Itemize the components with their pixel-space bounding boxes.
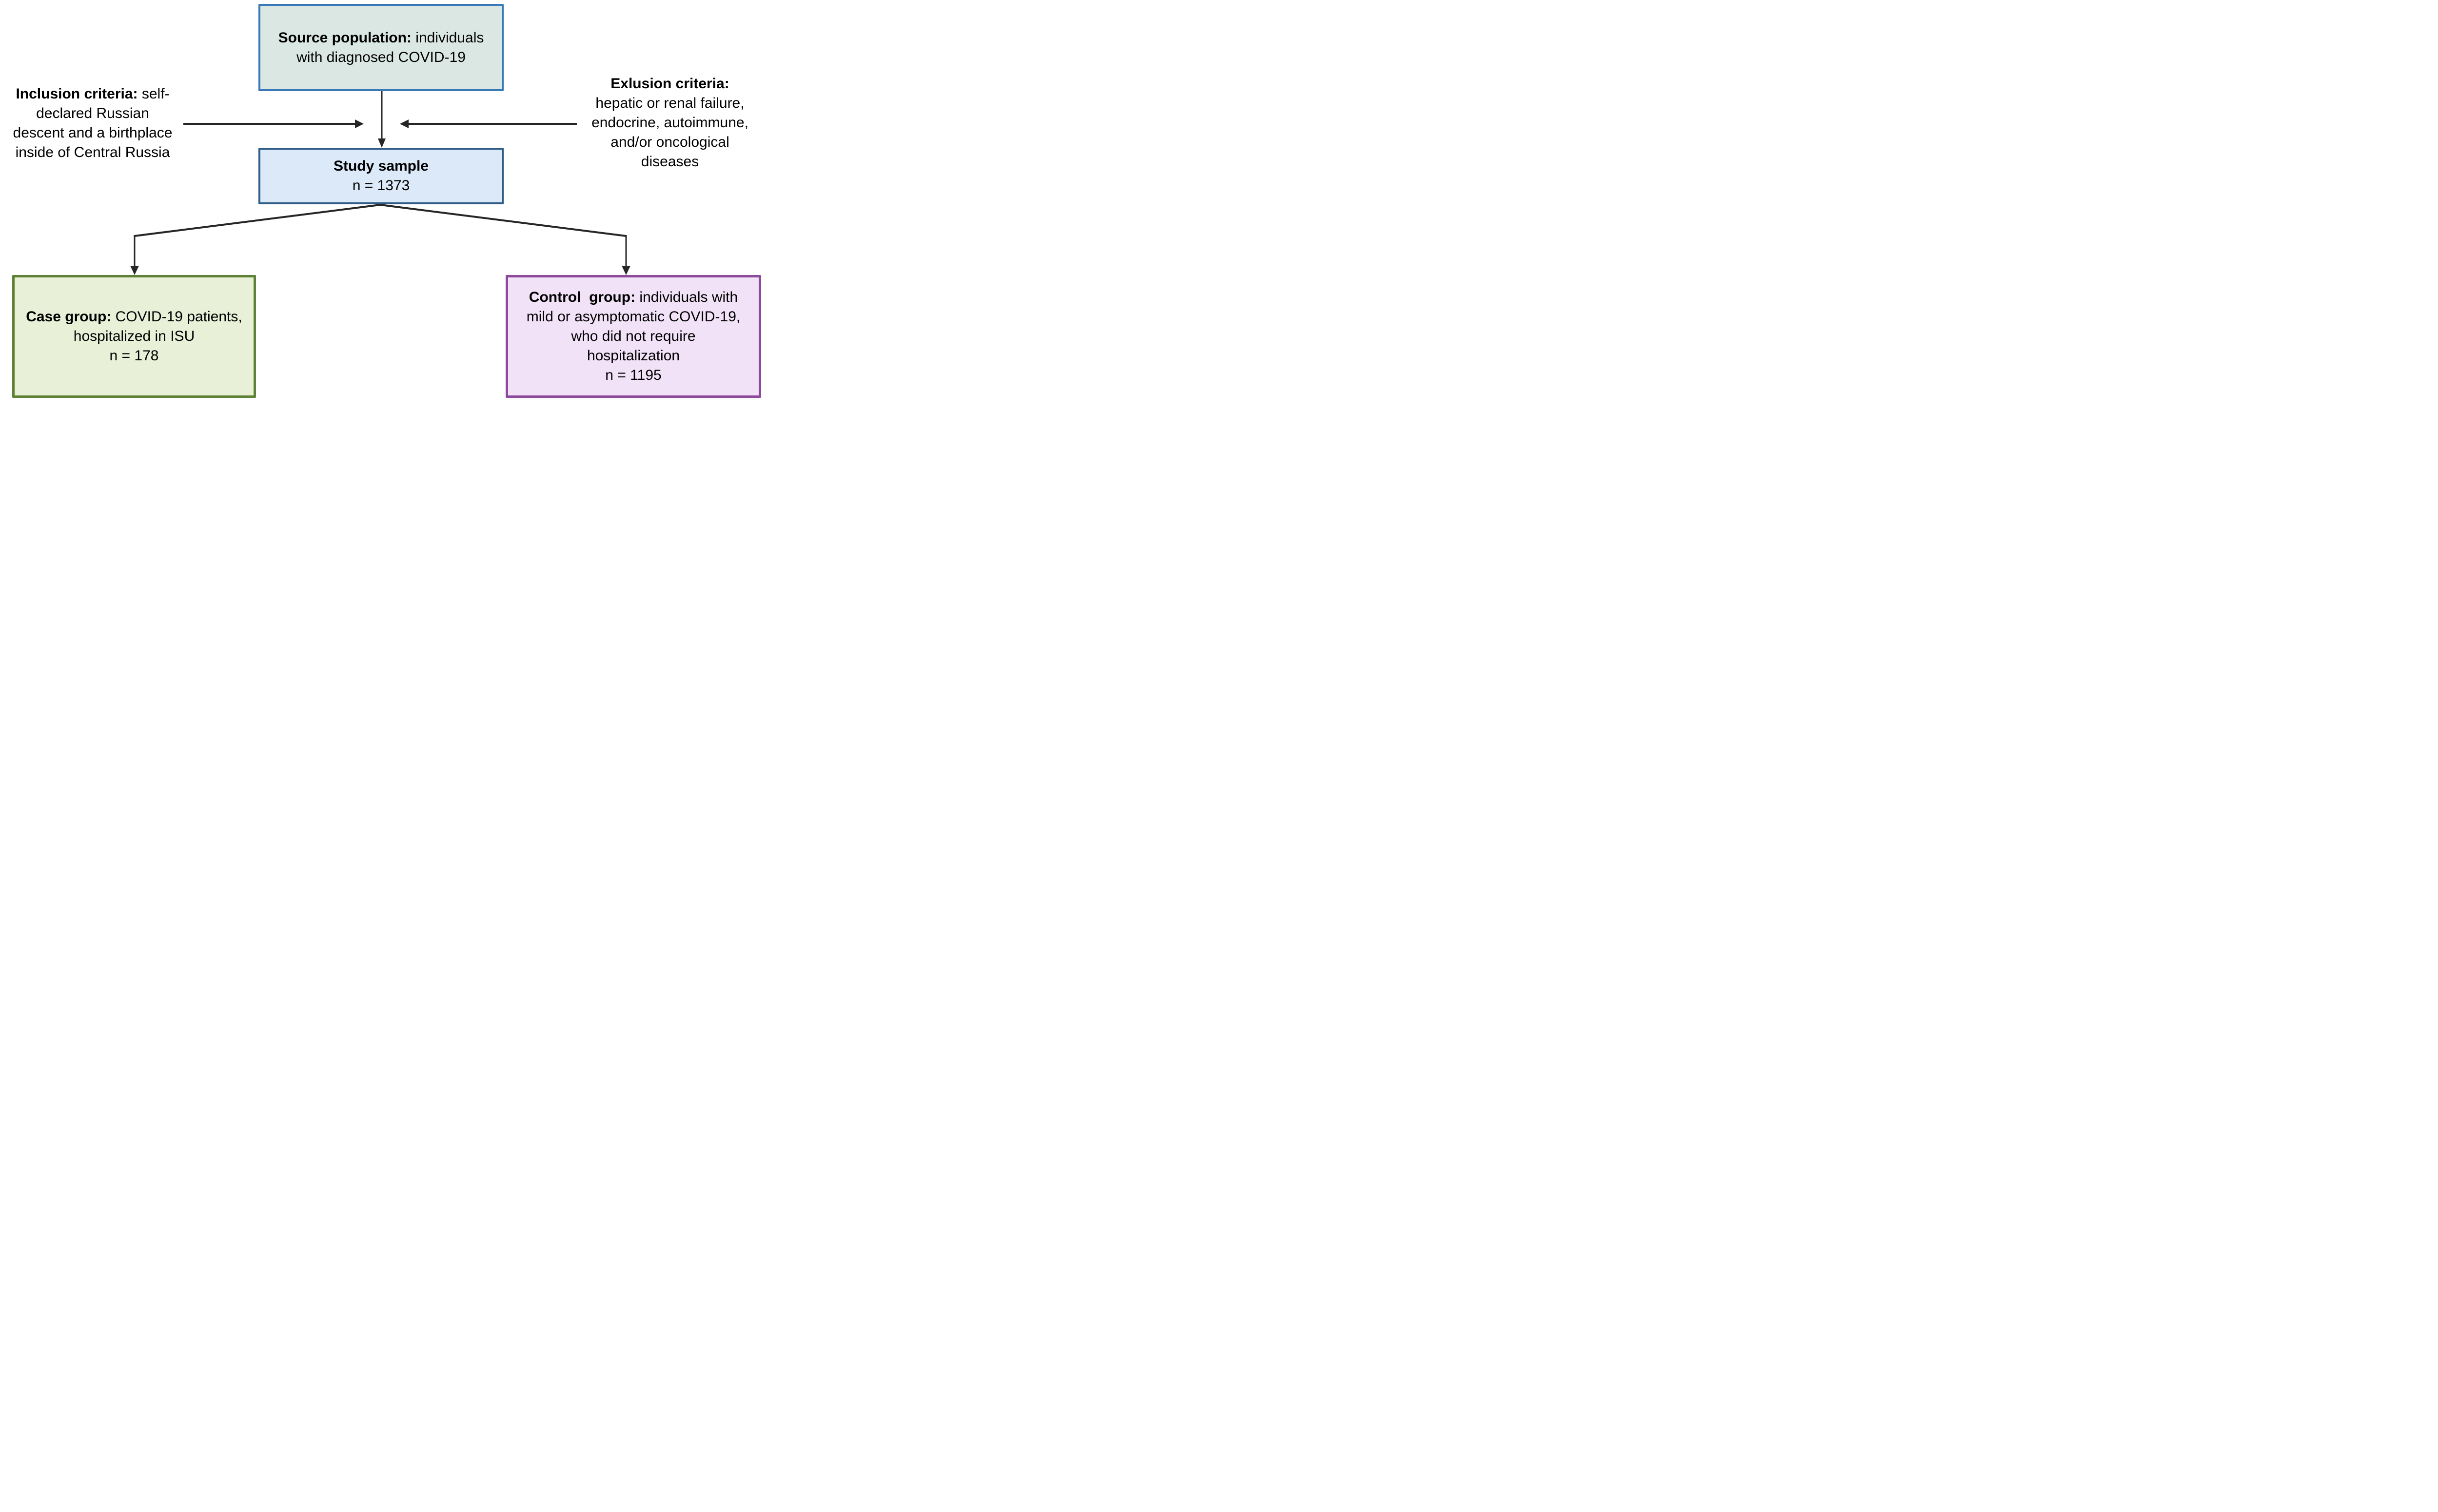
branch-study-to-control-diagonal (380, 204, 627, 237)
arrow-exclusion-head (400, 119, 409, 128)
text-line: hospitalization (587, 348, 680, 364)
text-line: descent and a birthplace (13, 125, 173, 141)
flowchart-canvas: Source population: individuals with diagn… (0, 0, 765, 401)
text-line: declared Russian (36, 105, 149, 121)
text-line: Exlusion criteria: (610, 76, 729, 92)
text-line: who did not require (571, 328, 696, 344)
text-line: hospitalized in ISU (73, 328, 195, 344)
branch-study-to-case-head (130, 266, 139, 275)
text-line: and/or oncological (610, 134, 729, 150)
source-population-box: Source population: individuals with diagn… (258, 4, 504, 91)
text-line: Study sample (333, 158, 429, 174)
text-line: Source population: individuals (278, 29, 484, 46)
study-sample-box: Study sample n = 1373 (258, 148, 504, 204)
text-line: inside of Central Russia (15, 144, 170, 160)
text-line: n = 1373 (352, 177, 410, 194)
text-line: with diagnosed COVID-19 (296, 49, 466, 65)
text-line: Case group: COVID-19 patients, (26, 309, 242, 325)
text-line: mild or asymptomatic COVID-19, (526, 309, 741, 325)
text-line: n = 178 (109, 348, 159, 364)
inclusion-criteria-text: Inclusion criteria: self-declared Russia… (0, 84, 185, 162)
text-line: endocrine, autoimmune, (591, 115, 748, 131)
arrow-source-to-study-head (378, 138, 386, 148)
branch-study-to-control-head (622, 266, 630, 275)
branch-study-to-case-diagonal (134, 204, 381, 237)
exclusion-criteria-text: Exlusion criteria: hepatic or renal failu… (575, 74, 765, 172)
text-line: n = 1195 (605, 367, 662, 383)
arrow-inclusion-head (355, 119, 364, 128)
text-line: hepatic or renal failure, (595, 95, 745, 111)
text-line: Inclusion criteria: self- (16, 86, 170, 102)
text-line: diseases (641, 154, 699, 170)
case-group-box: Case group: COVID-19 patients, hospitaliz… (12, 275, 256, 398)
control-group-box: Control group: individuals with mild or a… (506, 275, 761, 398)
text-line: Control group: individuals with (529, 289, 738, 305)
